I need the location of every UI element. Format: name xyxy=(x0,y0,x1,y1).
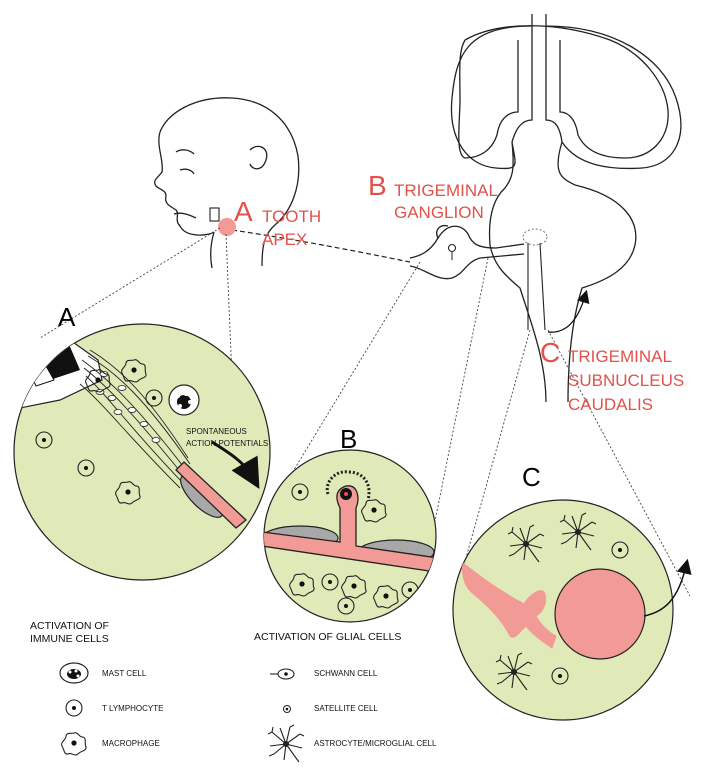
site-c-letter: C xyxy=(540,337,560,368)
site-a-label-1: TOOTH xyxy=(262,207,321,226)
neuron-soma xyxy=(555,569,645,659)
site-c-label-1: TRIGEMINAL xyxy=(568,347,672,366)
trigeminal-nerve xyxy=(232,230,410,262)
legend-macrophage-icon xyxy=(62,733,87,755)
legend-satellite-cell: SATELLITE CELL xyxy=(314,704,378,713)
site-b-letter: B xyxy=(368,170,387,201)
legend-satellite-cell-icon xyxy=(284,706,291,713)
spontaneous-label-2: ACTION POTENTIALS xyxy=(186,439,268,448)
legend-immune-title-1: ACTIVATION OF xyxy=(30,620,109,632)
legend-macrophage: MACROPHAGE xyxy=(102,739,160,748)
legend-astrocyte: ASTROCYTE/MICROGLIAL CELL xyxy=(314,739,437,748)
descending-tract xyxy=(528,243,545,330)
site-a-letter: A xyxy=(234,196,253,227)
site-c-label-2: SUBNUCLEUS xyxy=(568,371,684,390)
panel-c-letter: C xyxy=(522,462,541,492)
site-b-label-1: TRIGEMINAL xyxy=(394,181,498,200)
legend-t-lymphocyte-icon xyxy=(66,700,82,716)
legend-astrocyte-icon xyxy=(268,725,304,762)
legend-schwann-cell: SCHWANN CELL xyxy=(314,669,378,678)
trigeminal-ganglion xyxy=(410,226,524,279)
legend-t-lymphocyte: T LYMPHOCYTE xyxy=(102,704,164,713)
mast-cell-icon xyxy=(169,385,199,415)
legend-mast-cell-icon xyxy=(60,663,88,683)
tooth-icon xyxy=(210,208,219,221)
nucleus-oval xyxy=(523,229,547,245)
projection-arrow xyxy=(548,296,585,332)
legend-schwann-cell-icon xyxy=(270,669,294,679)
legend-mast-cell: MAST CELL xyxy=(102,669,147,678)
site-c-label-3: CAUDALIS xyxy=(568,395,653,414)
legend-glial-title: ACTIVATION OF GLIAL CELLS xyxy=(254,631,401,643)
legend-immune-title-2: IMMUNE CELLS xyxy=(30,633,109,645)
brain-outline xyxy=(451,14,680,402)
site-a-label-2: APEX xyxy=(262,230,307,249)
site-b-label-2: GANGLION xyxy=(394,203,484,222)
panel-a-letter: A xyxy=(58,302,76,332)
spontaneous-label-1: SPONTANEOUS xyxy=(186,427,247,436)
